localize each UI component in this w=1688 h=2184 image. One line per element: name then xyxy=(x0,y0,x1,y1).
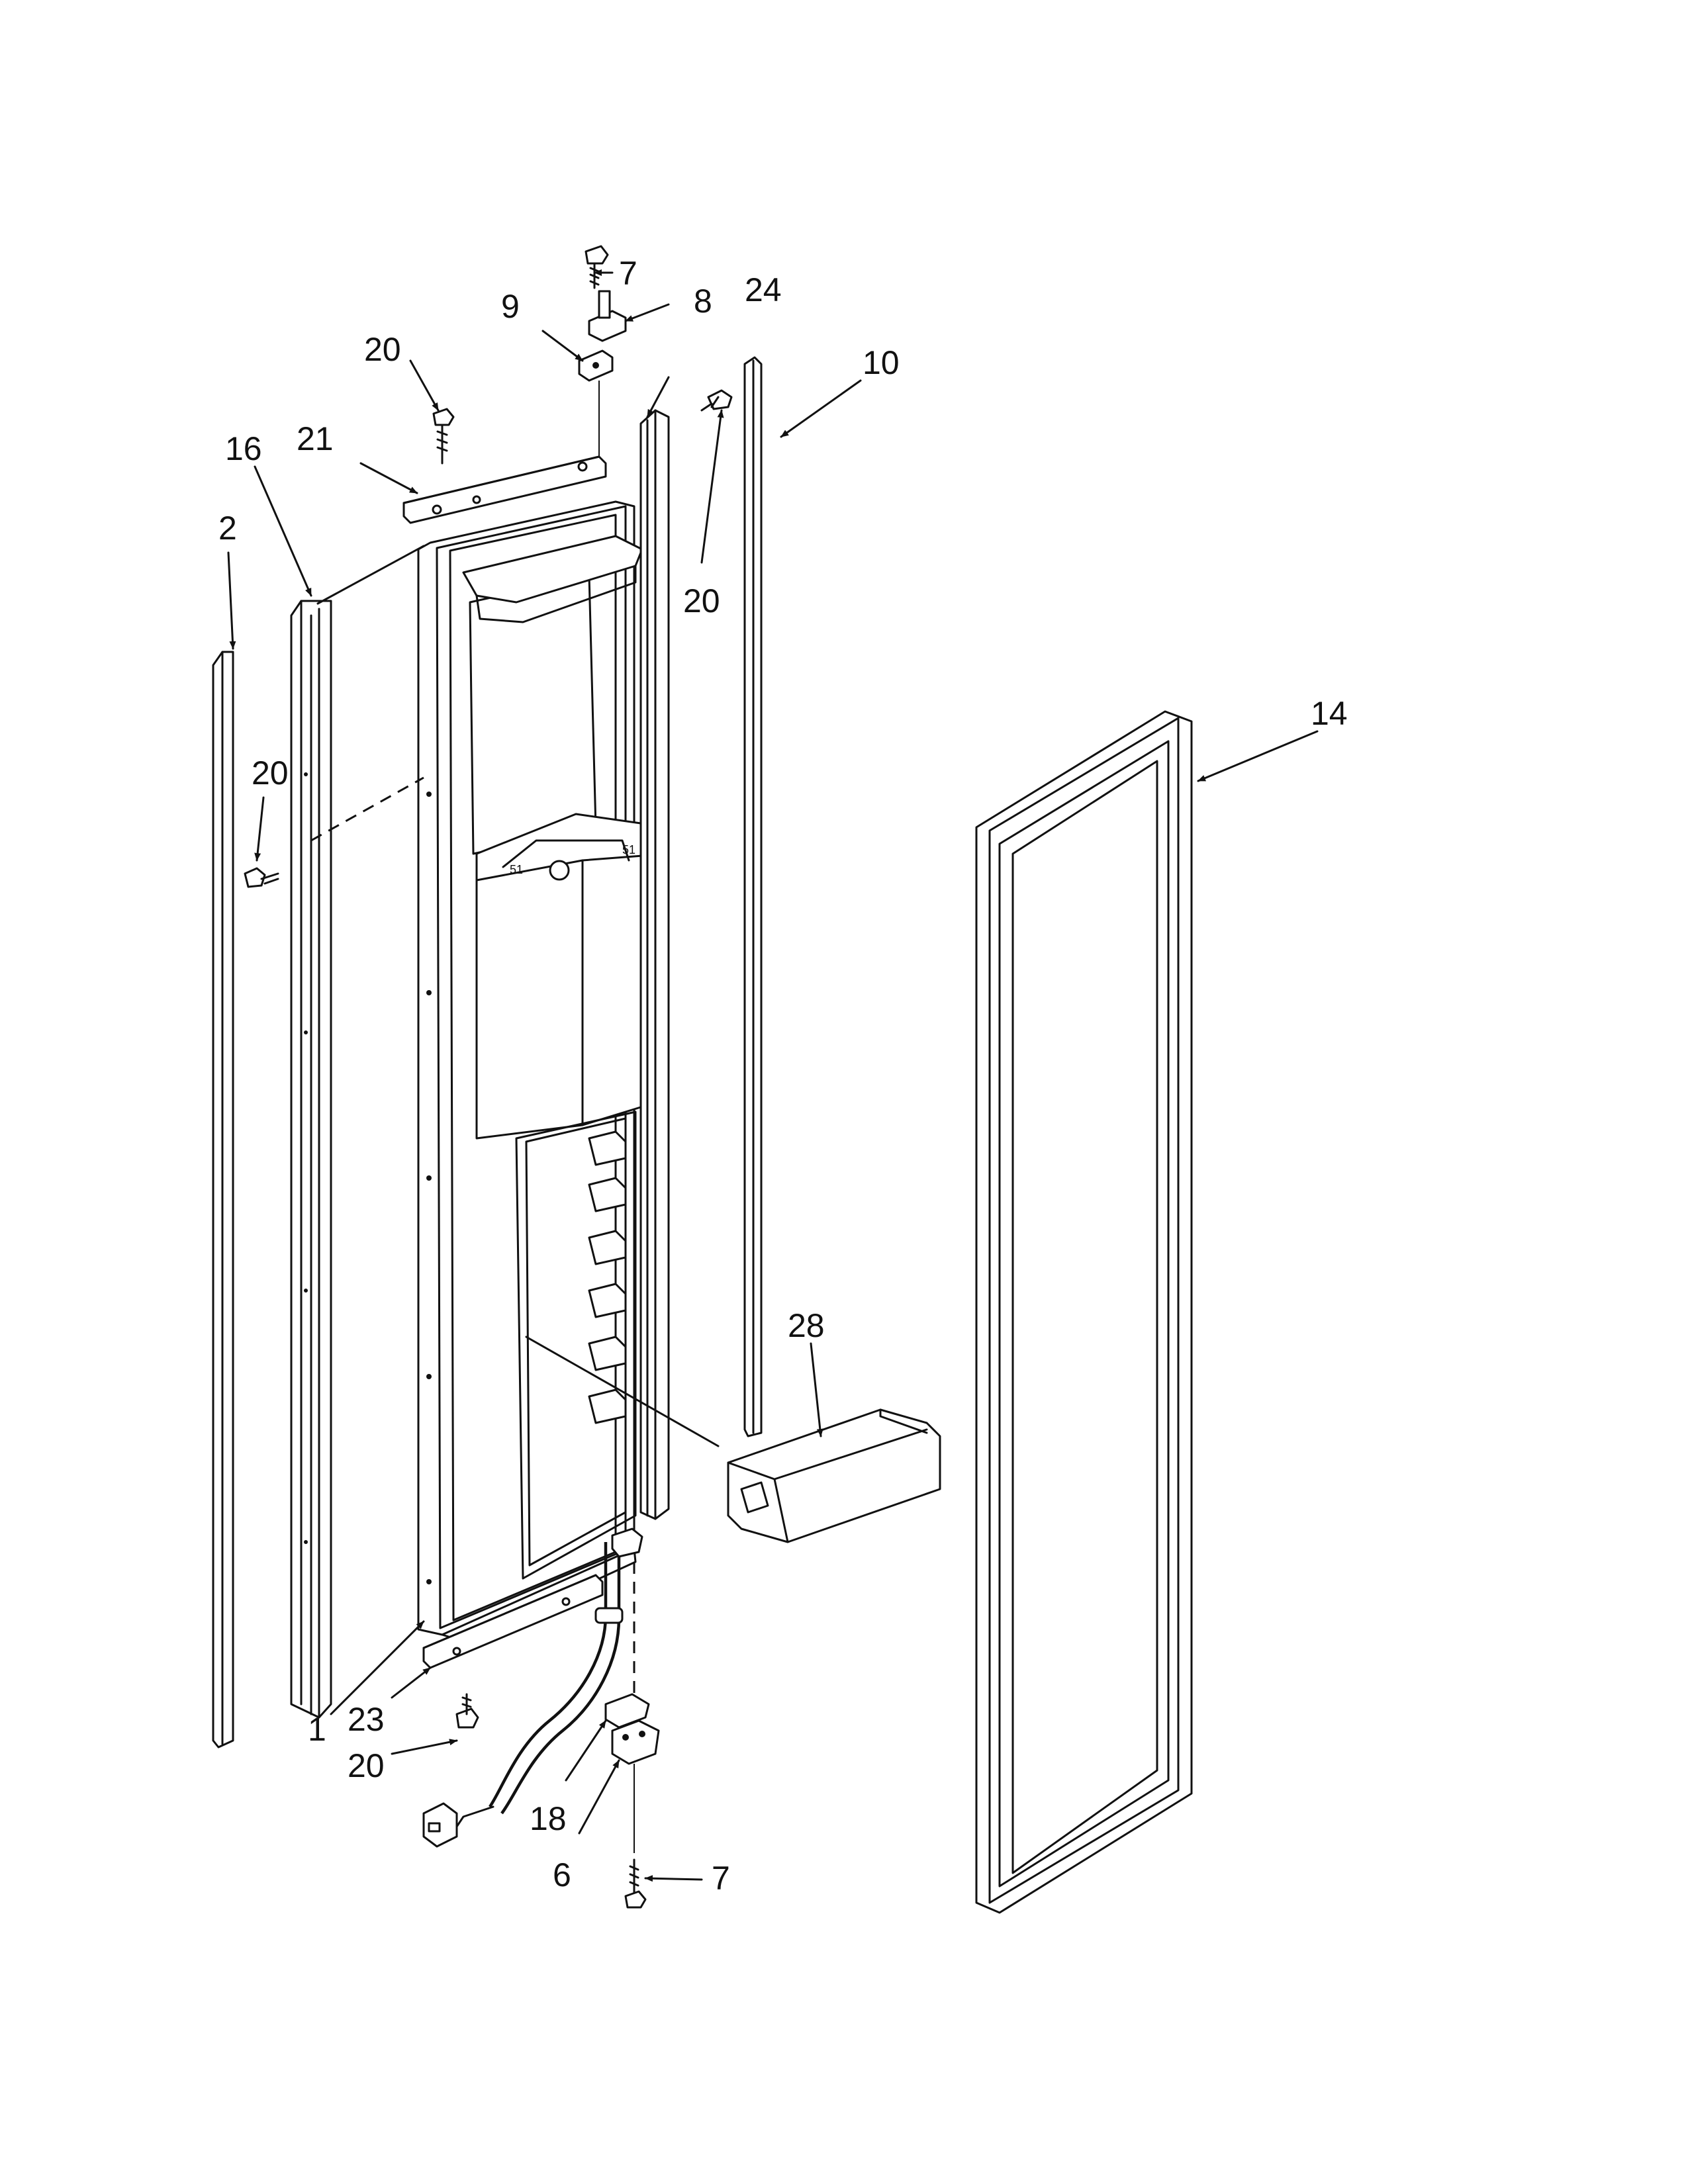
part-18-hinge-shim xyxy=(604,1527,650,1729)
callout-20-bottom: 20 xyxy=(348,1747,385,1784)
part-24-right-channel xyxy=(639,409,670,1520)
callout-6: 6 xyxy=(553,1856,571,1893)
part-7-screw-bottom xyxy=(624,1858,647,1909)
callout-8: 8 xyxy=(694,283,712,320)
part-20-screw-right xyxy=(700,389,733,412)
part-6-hinge-bracket xyxy=(611,1719,660,1853)
part-16-channel-strip xyxy=(290,600,332,1719)
part-20-screw-bottom xyxy=(455,1693,479,1729)
leader-lines xyxy=(227,269,1319,1882)
part-14-door-gasket xyxy=(975,710,1193,1914)
callout-16: 16 xyxy=(225,430,262,467)
callout-18: 18 xyxy=(530,1800,567,1837)
callout-10: 10 xyxy=(863,344,900,381)
callout-7-bottom: 7 xyxy=(712,1860,730,1897)
part-8-hinge-pin xyxy=(588,290,627,342)
callout-2: 2 xyxy=(218,510,237,547)
callout-23: 23 xyxy=(348,1701,385,1738)
alignment-line-top xyxy=(316,545,425,605)
part-1-door-liner: 51 51 xyxy=(417,500,670,1643)
part-10-gasket-strip xyxy=(743,356,763,1437)
door-shelf-clips xyxy=(588,1130,627,1424)
svg-text:51: 51 xyxy=(510,863,523,876)
callout-20-left: 20 xyxy=(252,754,289,792)
part-2-trim-strip xyxy=(212,651,234,1749)
callout-28: 28 xyxy=(788,1307,825,1344)
alignment-dashed-line xyxy=(310,776,424,842)
svg-text:51: 51 xyxy=(622,843,635,856)
part-7-screw-top xyxy=(585,245,609,289)
part-20-screw-left xyxy=(244,867,279,888)
part-20-screw-top xyxy=(432,408,455,465)
part-23-bottom-bracket xyxy=(422,1574,604,1669)
callout-24: 24 xyxy=(745,271,782,308)
callout-20-top: 20 xyxy=(364,331,401,368)
callout-14: 14 xyxy=(1311,695,1348,732)
callout-21: 21 xyxy=(297,420,334,457)
callout-7-top: 7 xyxy=(619,255,637,292)
callout-labels: 7 8 24 9 20 10 16 21 2 20 14 20 28 23 1 … xyxy=(218,255,1348,1897)
callout-1: 1 xyxy=(308,1711,326,1748)
part-28-door-bin xyxy=(525,1336,941,1543)
part-9-hinge-plate xyxy=(578,349,614,457)
callout-9: 9 xyxy=(501,288,520,325)
wire-harness xyxy=(422,1542,624,1848)
callout-20-right: 20 xyxy=(683,582,720,619)
